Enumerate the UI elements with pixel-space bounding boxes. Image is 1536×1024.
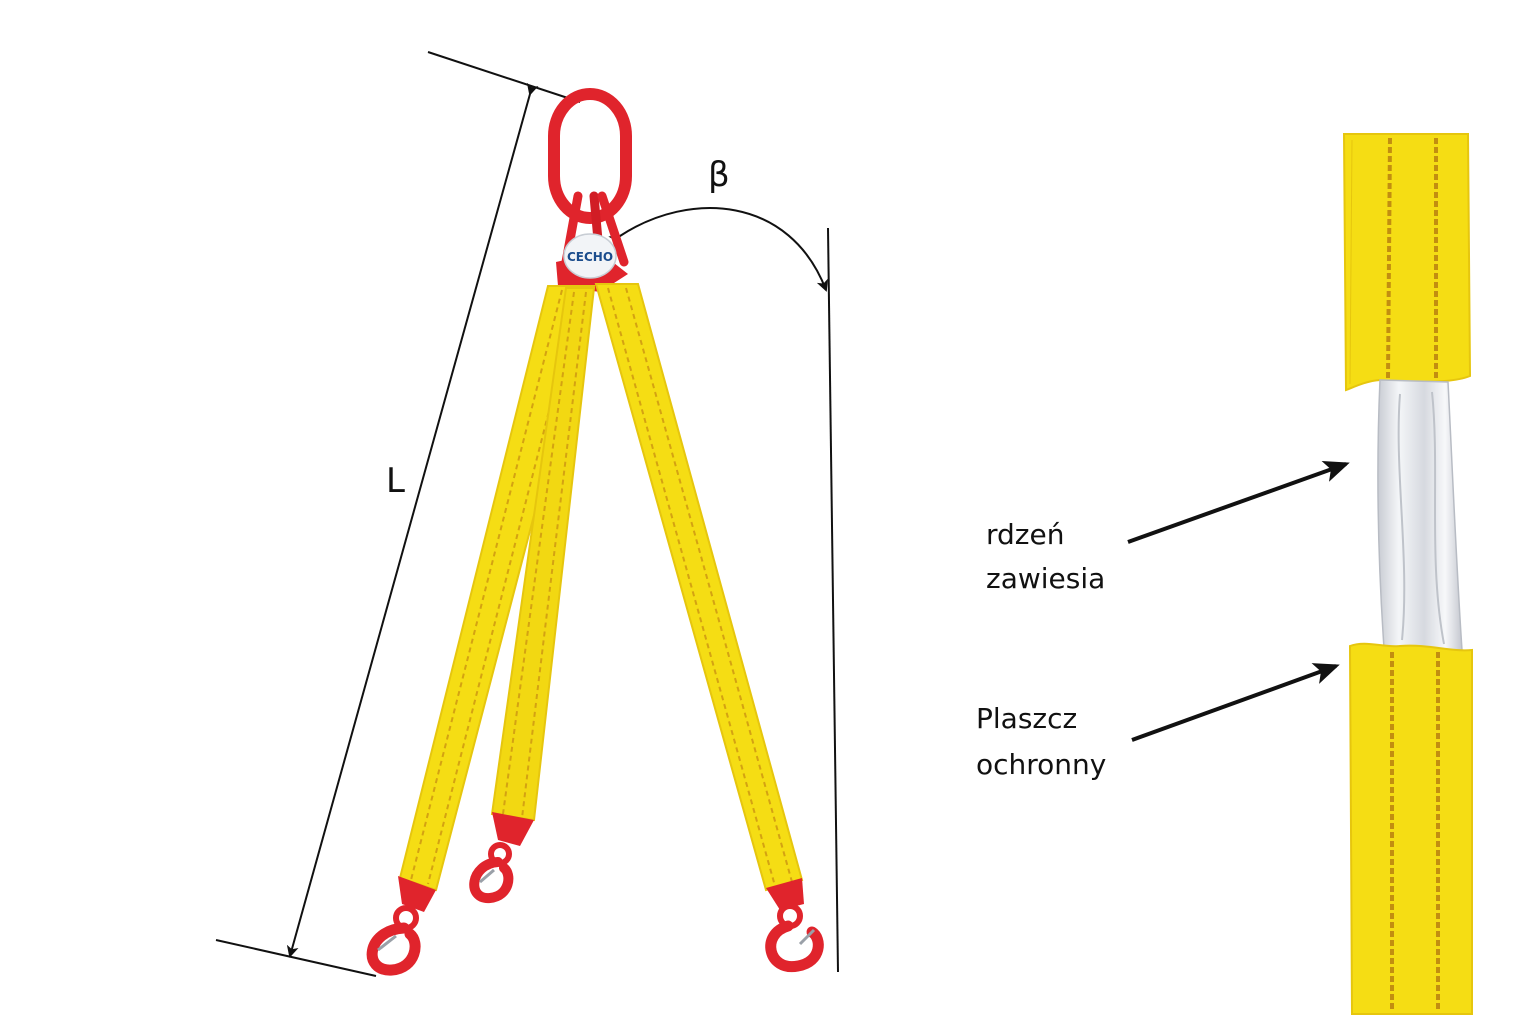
core-callout: rdzeń zawiesia: [986, 461, 1350, 595]
brand-tag: CECHO: [567, 250, 613, 264]
core-label-line1: rdzeń: [986, 518, 1064, 551]
sling-cutaway: [1342, 133, 1473, 1015]
sling-leg-right: [594, 283, 804, 892]
length-dimension: L: [215, 51, 581, 977]
angle-dimension: β: [608, 155, 839, 973]
lifting-hook-icon: [765, 878, 824, 973]
length-label: L: [386, 461, 405, 501]
lifting-hook-icon: [366, 876, 436, 976]
sling-sheath: [1348, 642, 1473, 1015]
sheath-label-line1: Plaszcz: [976, 702, 1077, 735]
angle-label: β: [708, 155, 730, 195]
sheath-label-line2: ochronny: [976, 748, 1106, 781]
sheath-callout: Plaszcz ochronny: [976, 663, 1340, 781]
core-label-line2: zawiesia: [986, 562, 1105, 595]
lifting-hook-icon: [469, 812, 534, 903]
sling-core: [1377, 379, 1463, 651]
master-link-icon: CECHO: [548, 88, 632, 292]
